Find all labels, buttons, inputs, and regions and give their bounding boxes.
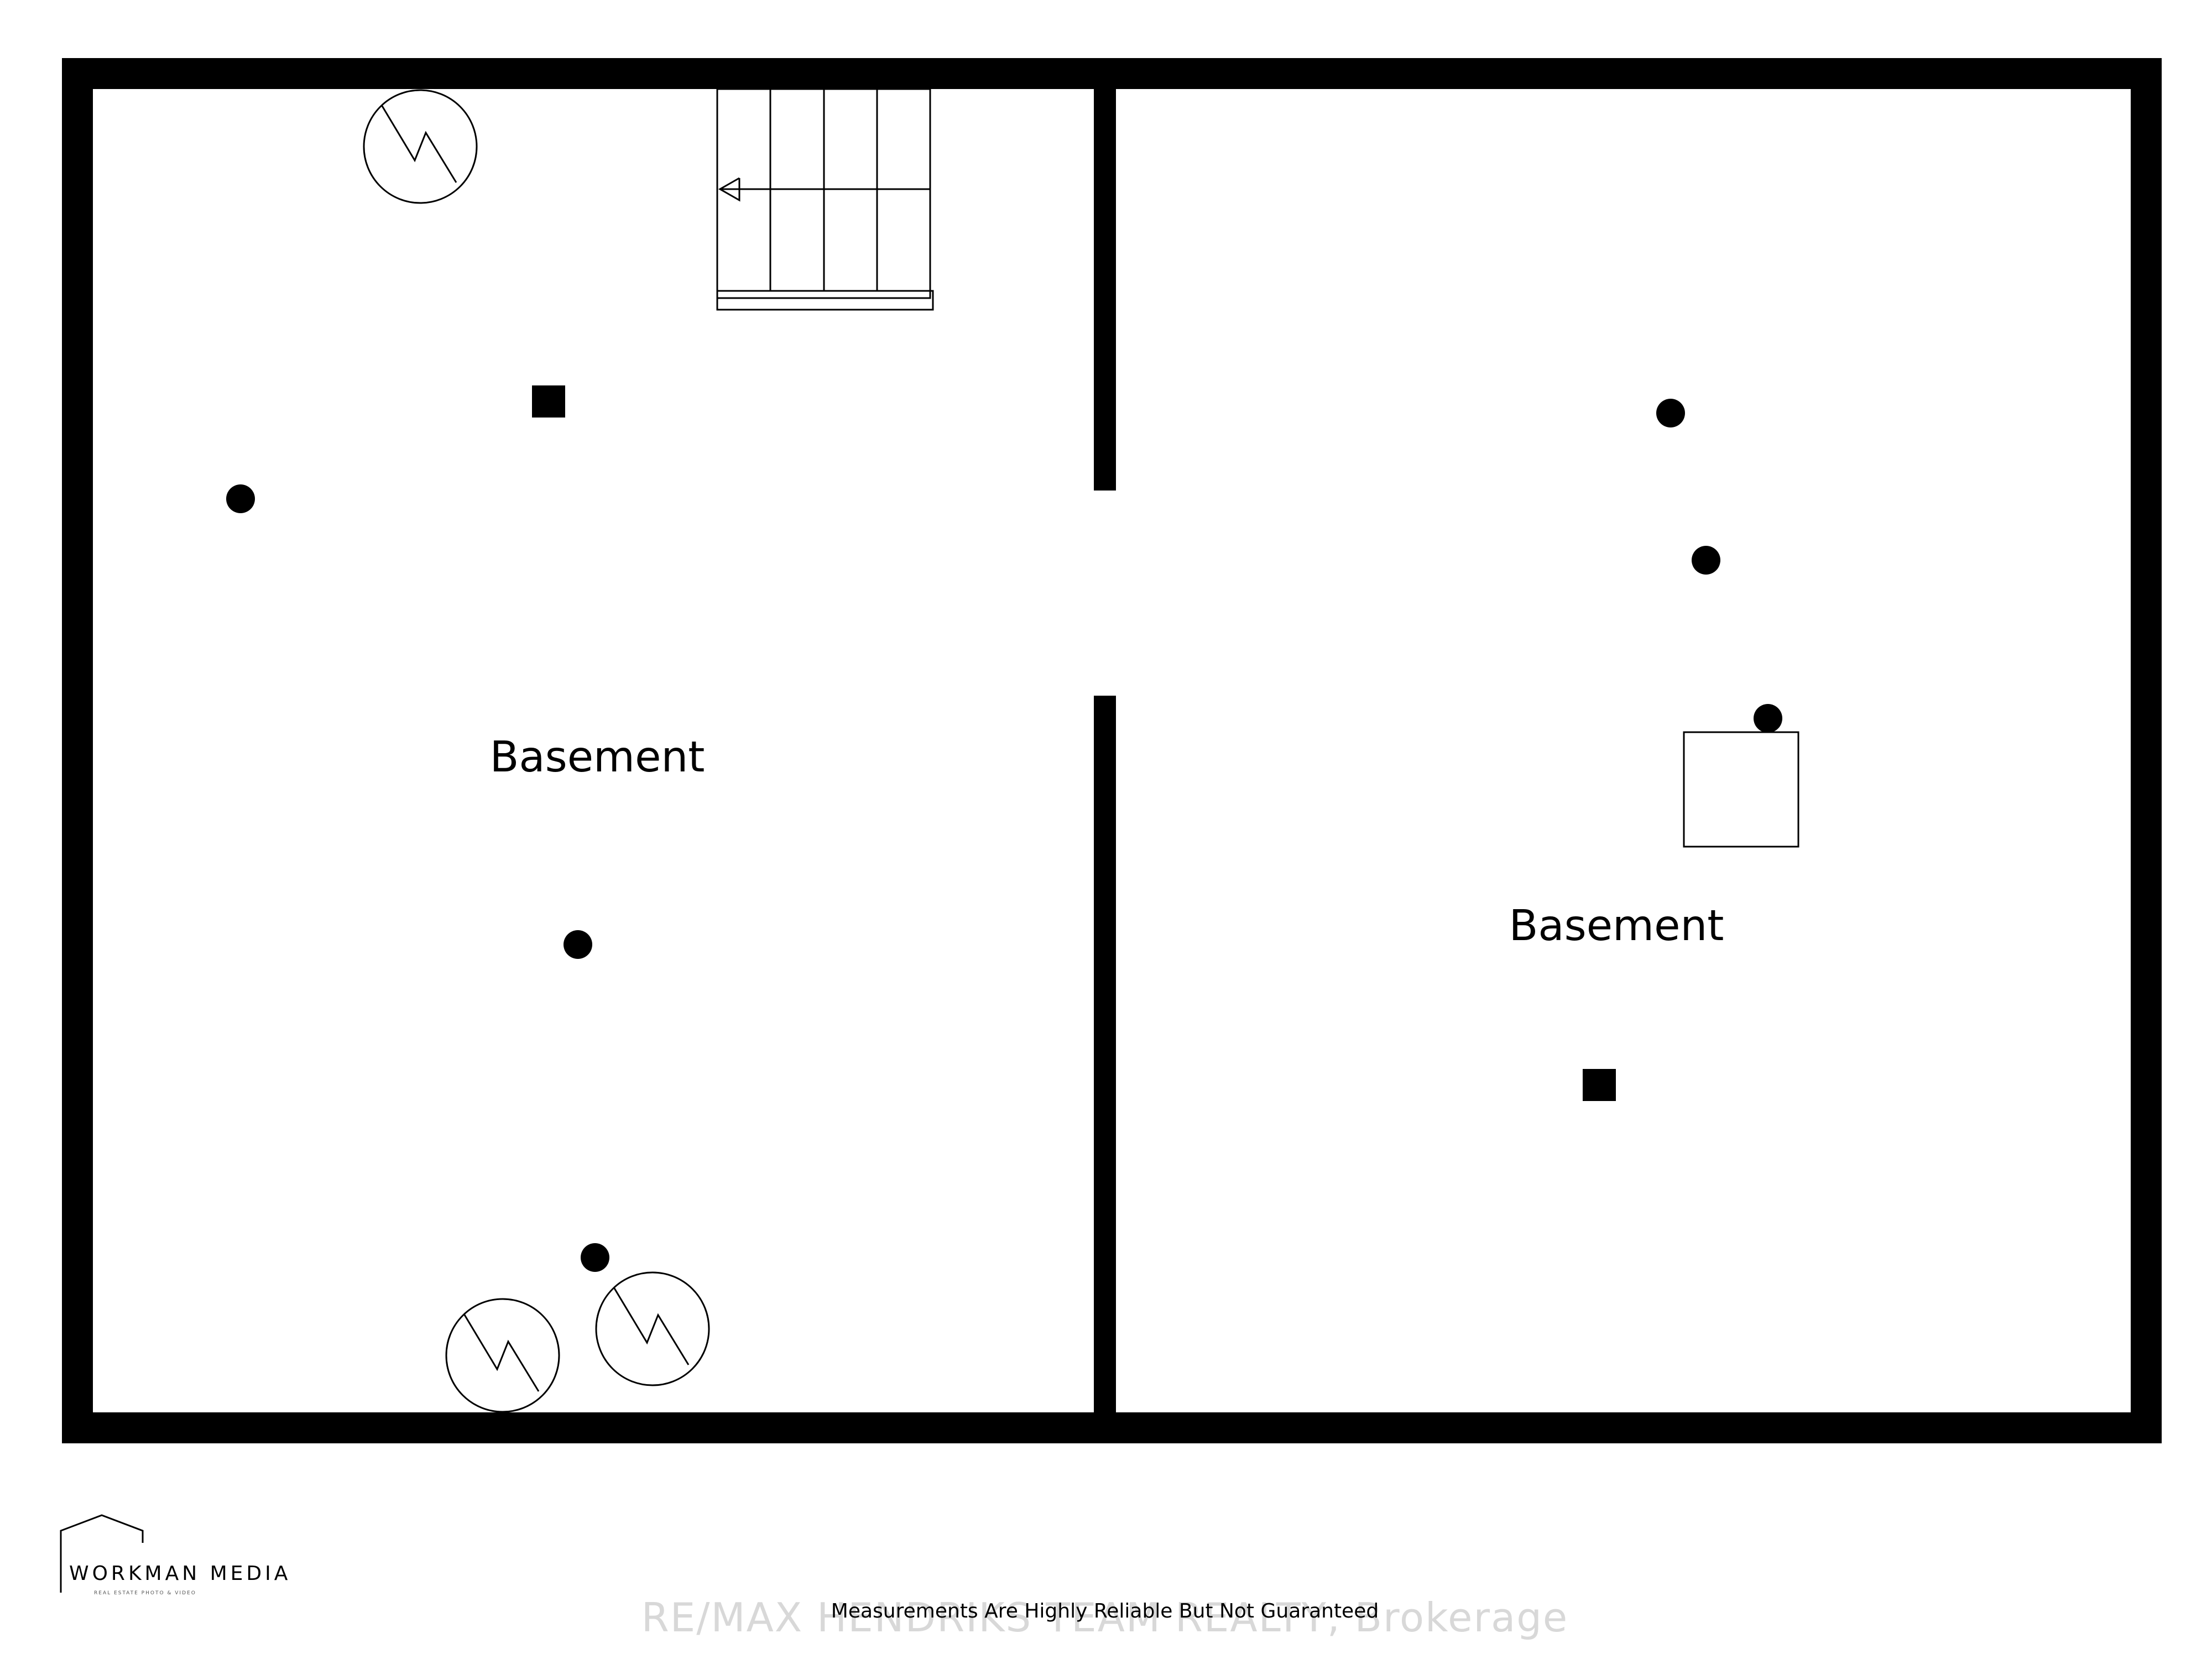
square-fixture-icon	[1683, 731, 1799, 848]
stairs-landing	[716, 290, 934, 311]
room-label-left: Basement	[490, 733, 705, 782]
logo: WORKMAN MEDIA REAL ESTATE PHOTO & VIDEO	[60, 1514, 291, 1596]
outlet-icon	[532, 385, 565, 418]
ceiling-light-icon	[1754, 704, 1782, 733]
outlets	[532, 385, 1616, 1101]
disclaimer: Measurements Are Highly Reliable But Not…	[831, 1600, 1379, 1623]
logo-name: WORKMAN MEDIA	[69, 1562, 291, 1585]
ceiling-light-icon	[564, 930, 592, 959]
outlet-icon	[1583, 1069, 1616, 1101]
outer-wall-right	[2131, 58, 2162, 1443]
wall-light-icon	[595, 1271, 710, 1386]
watermark: RE/MAX HENDRIKS TEAM REALTY, Brokerage	[641, 1594, 1568, 1641]
interior-wall-upper	[1094, 58, 1116, 491]
outer-wall-left	[62, 58, 93, 1443]
ceiling-light-icon	[1692, 546, 1720, 575]
ceiling-light-icon	[226, 484, 255, 513]
ceiling-light-icon	[581, 1243, 609, 1272]
logo-tagline: REAL ESTATE PHOTO & VIDEO	[94, 1590, 196, 1596]
room-label-right: Basement	[1509, 901, 1724, 951]
wall-light-icon	[363, 89, 478, 204]
stairs-arrow-icon	[718, 177, 740, 202]
wall-light-icon	[445, 1298, 560, 1413]
interior-wall	[1094, 58, 1116, 1443]
ceiling-light-icon	[1656, 399, 1685, 427]
ceiling-lights	[226, 399, 1782, 1272]
stairs-icon	[716, 88, 934, 311]
house-outline-icon	[60, 1514, 144, 1593]
interior-wall-lower	[1094, 696, 1116, 1443]
